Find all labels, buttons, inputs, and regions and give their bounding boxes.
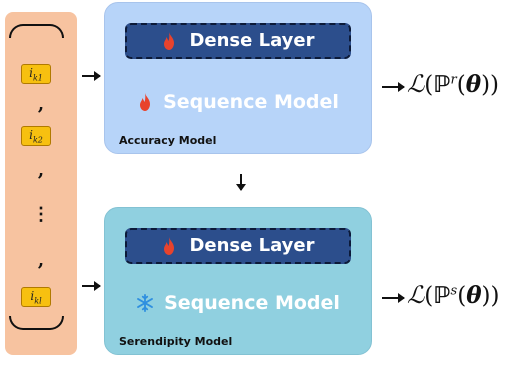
sequence-model-label: Sequence Model (164, 292, 340, 314)
serendipity-model-box: Dense Layer Sequence Model Serendipity M… (104, 207, 372, 355)
fire-icon (140, 93, 151, 111)
input-token-kl: ikl (21, 287, 51, 307)
accuracy-to-serendipity-arrow (236, 174, 246, 191)
dense-layer-label: Dense Layer (189, 235, 315, 256)
fire-icon (164, 237, 175, 255)
serendipity-model-label: Serendipity Model (119, 335, 233, 348)
separator-comma: , (37, 94, 45, 115)
accuracy-model-label: Accuracy Model (119, 134, 217, 147)
fire-icon (164, 32, 175, 50)
sequence-model-label: Sequence Model (163, 91, 339, 113)
vertical-ellipsis: ⋮ (32, 204, 50, 225)
serendipity-dense-layer: Dense Layer (125, 228, 351, 264)
serendipity-sequence-model: Sequence Model (105, 292, 371, 314)
separator-comma: , (37, 160, 45, 181)
sequence-close-brace (9, 316, 64, 330)
input-to-serendipity-arrow (82, 281, 101, 291)
serendipity-loss-formula: ℒ(ℙs(θ)) (407, 281, 500, 309)
input-token-k2: ik2 (21, 126, 51, 146)
snowflake-icon (137, 294, 153, 312)
serendipity-output-arrow (382, 293, 405, 303)
dense-layer-label: Dense Layer (189, 30, 315, 51)
accuracy-output-arrow (382, 82, 405, 92)
accuracy-dense-layer: Dense Layer (125, 23, 351, 59)
separator-comma: , (37, 250, 45, 271)
accuracy-model-box: Dense Layer Sequence Model Accuracy Mode… (104, 2, 372, 154)
input-to-accuracy-arrow (82, 71, 101, 81)
input-token-k1: ik1 (21, 64, 51, 84)
sequence-open-brace (9, 24, 64, 38)
accuracy-loss-formula: ℒ(ℙr(θ)) (407, 70, 500, 98)
accuracy-sequence-model: Sequence Model (105, 91, 371, 113)
